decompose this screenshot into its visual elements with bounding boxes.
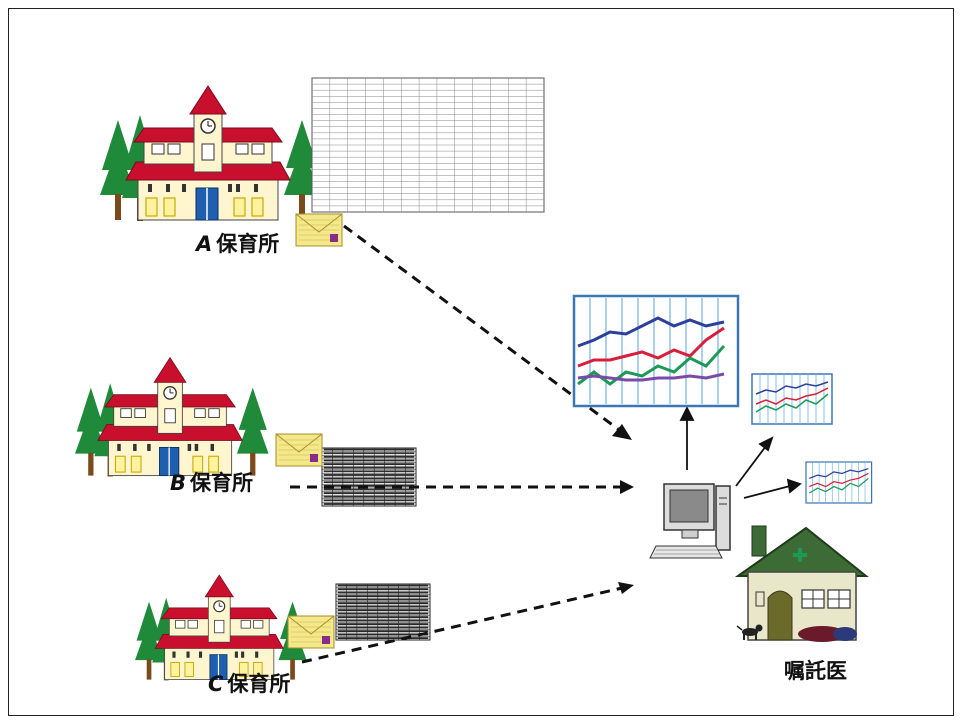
doctor-label: 嘱託医 <box>784 659 847 683</box>
dog-icon <box>736 624 763 640</box>
spreadsheet-a-icon <box>311 77 545 213</box>
nursery-b-building-icon <box>74 357 270 478</box>
clinic-house-icon <box>734 525 869 642</box>
secondary-chart-1-icon <box>751 373 833 425</box>
spreadsheet-c-icon <box>335 583 431 641</box>
envelope-a-icon <box>295 213 343 247</box>
secondary-chart-2-icon <box>805 461 873 504</box>
arrow-a-to-computer <box>343 224 623 434</box>
envelope-c-icon <box>287 615 335 649</box>
arrow-c-to-computer <box>301 586 623 664</box>
computer-icon <box>649 483 731 559</box>
nursery-a-building-icon <box>99 85 321 222</box>
spreadsheet-b-icon <box>321 447 417 507</box>
main-line-chart-icon <box>572 294 740 408</box>
diagram-frame <box>8 8 954 716</box>
arrow-computer-to-chart-2 <box>735 445 767 487</box>
nursery-c-building-icon <box>134 574 308 681</box>
arrow-computer-to-chart-3 <box>743 485 791 499</box>
envelope-b-icon <box>275 433 323 467</box>
